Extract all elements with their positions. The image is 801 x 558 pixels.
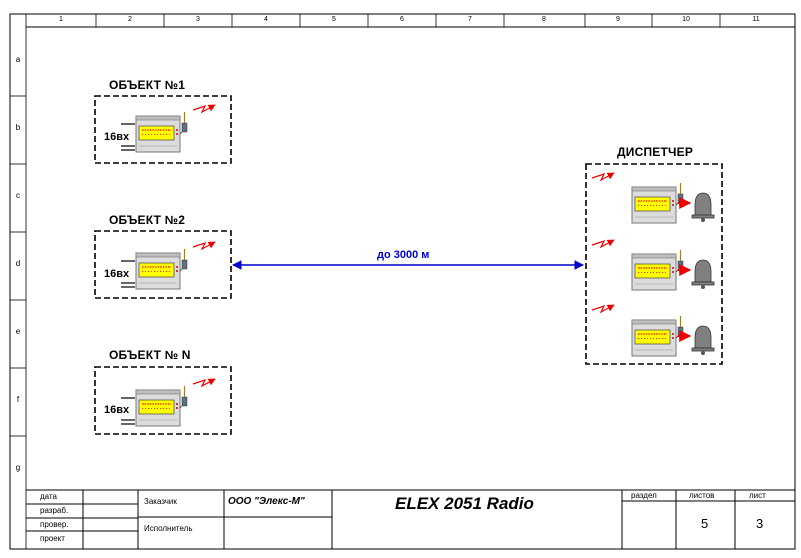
row-letter: d bbox=[15, 259, 21, 268]
column-number: 3 bbox=[196, 16, 200, 23]
dispatcher-device-3 bbox=[631, 315, 684, 357]
tb-row-label: дата bbox=[40, 492, 57, 501]
column-number: 5 bbox=[332, 16, 336, 23]
object-n-input-lines bbox=[121, 397, 135, 425]
tb-section-label: раздел bbox=[631, 491, 657, 500]
tb-row-label: разраб. bbox=[40, 506, 69, 515]
dispatcher-unit-2 bbox=[592, 240, 715, 291]
column-number: 10 bbox=[682, 16, 690, 23]
distance-label: до 3000 м bbox=[377, 249, 430, 261]
outer-frame bbox=[9, 13, 796, 550]
object-2-inputs-label: 16вх bbox=[104, 268, 130, 280]
column-dividers bbox=[25, 14, 721, 549]
object-1-title: ОБЪЕКТ №1 bbox=[109, 78, 186, 92]
dispatcher-unit-1 bbox=[592, 173, 715, 224]
bell-icon bbox=[691, 325, 715, 356]
object-2-title: ОБЪЕКТ №2 bbox=[109, 213, 186, 227]
object-n-title: ОБЪЕКТ № N bbox=[109, 348, 191, 362]
dispatcher-box bbox=[585, 163, 723, 365]
tb-row-label: провер. bbox=[40, 520, 69, 529]
dispatcher-device-2 bbox=[631, 249, 684, 291]
column-number: 6 bbox=[400, 16, 404, 23]
column-number: 7 bbox=[468, 16, 472, 23]
object-1-device bbox=[135, 111, 188, 153]
tb-customer-label: Заказчик bbox=[144, 497, 177, 506]
tb-sheet-label: лист bbox=[749, 491, 766, 500]
dispatcher-unit-3 bbox=[592, 305, 715, 357]
row-letter: a bbox=[15, 55, 21, 64]
column-number: 4 bbox=[264, 16, 268, 23]
column-number: 1 bbox=[59, 16, 63, 23]
column-number: 2 bbox=[128, 16, 132, 23]
tb-row-label: проект bbox=[40, 534, 65, 543]
object-1-inputs-label: 16вх bbox=[104, 131, 130, 143]
bell-icon bbox=[691, 192, 715, 223]
object-n-device bbox=[135, 385, 188, 427]
dispatcher-title: ДИСПЕТЧЕР bbox=[617, 145, 694, 159]
row-letter: b bbox=[15, 123, 21, 132]
object-2-signal bbox=[193, 242, 215, 249]
object-1-input-lines bbox=[121, 123, 135, 151]
row-letter: g bbox=[15, 463, 21, 472]
tb-contractor-label: Исполнитель bbox=[144, 524, 193, 533]
object-1-signal bbox=[193, 105, 215, 112]
tb-sheets-label: листов bbox=[689, 491, 715, 500]
object-n-signal bbox=[193, 379, 215, 386]
title-block-grid bbox=[26, 489, 795, 549]
dispatcher-device-1 bbox=[631, 182, 684, 224]
tb-drawing-title: ELEX 2051 Radio bbox=[395, 494, 534, 513]
row-dividers bbox=[10, 95, 26, 437]
row-letter: f bbox=[16, 395, 20, 404]
object-n-box bbox=[94, 366, 232, 435]
tb-sheet-value: 3 bbox=[756, 516, 764, 531]
column-number: 8 bbox=[542, 16, 546, 23]
tb-company: ООО "Элекс-М" bbox=[228, 496, 305, 507]
row-letter: e bbox=[15, 327, 21, 336]
object-2-device bbox=[135, 248, 188, 290]
tb-sheets-value: 5 bbox=[701, 516, 709, 531]
bell-icon bbox=[691, 259, 715, 290]
object-2-input-lines bbox=[121, 260, 135, 288]
row-letter: c bbox=[16, 191, 20, 200]
object-2-box bbox=[94, 230, 232, 299]
column-number: 11 bbox=[752, 16, 760, 23]
object-1-box bbox=[94, 95, 232, 164]
object-n-inputs-label: 16вх bbox=[104, 404, 130, 416]
column-number: 9 bbox=[616, 16, 620, 23]
